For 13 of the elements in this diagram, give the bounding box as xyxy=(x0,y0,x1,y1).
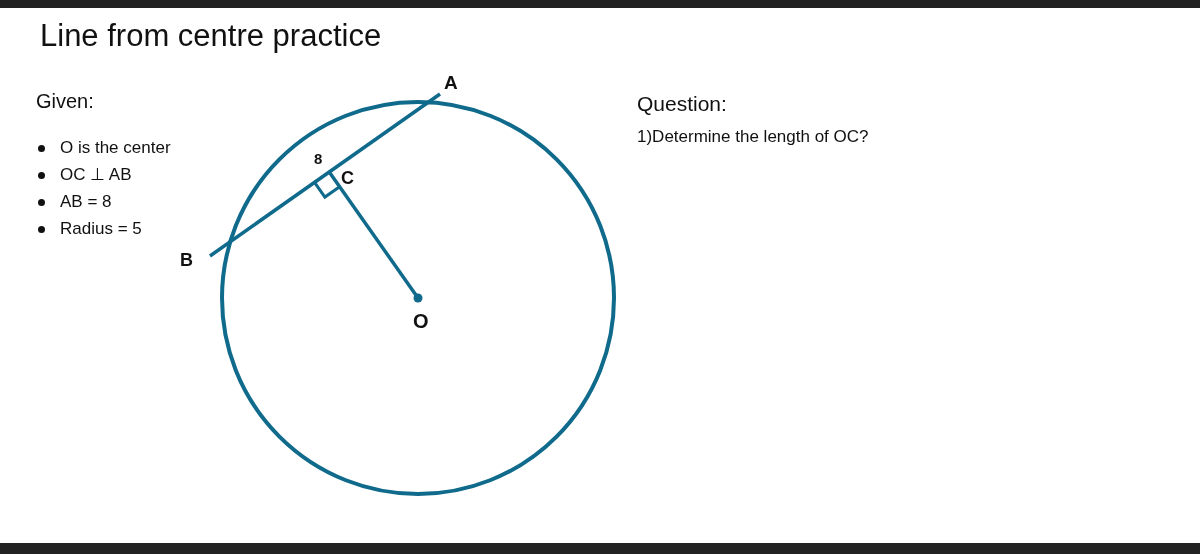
bullet-text: OC ⊥ AB xyxy=(34,165,132,185)
title: Line from centre practice xyxy=(40,18,382,54)
section-heading: Given: xyxy=(36,90,94,113)
point-label: B xyxy=(180,250,193,271)
point-label: C xyxy=(341,168,354,189)
bullet-text: Radius = 5 xyxy=(34,219,142,239)
point-label: A xyxy=(444,72,458,94)
question-text: 1)Determine the length of OC? xyxy=(637,127,869,147)
bullet-text: AB = 8 xyxy=(34,192,112,212)
bullet-text: O is the center xyxy=(34,138,171,158)
length-label: 8 xyxy=(314,150,323,168)
point-label: O xyxy=(413,310,429,333)
section-heading: Question: xyxy=(637,92,727,117)
